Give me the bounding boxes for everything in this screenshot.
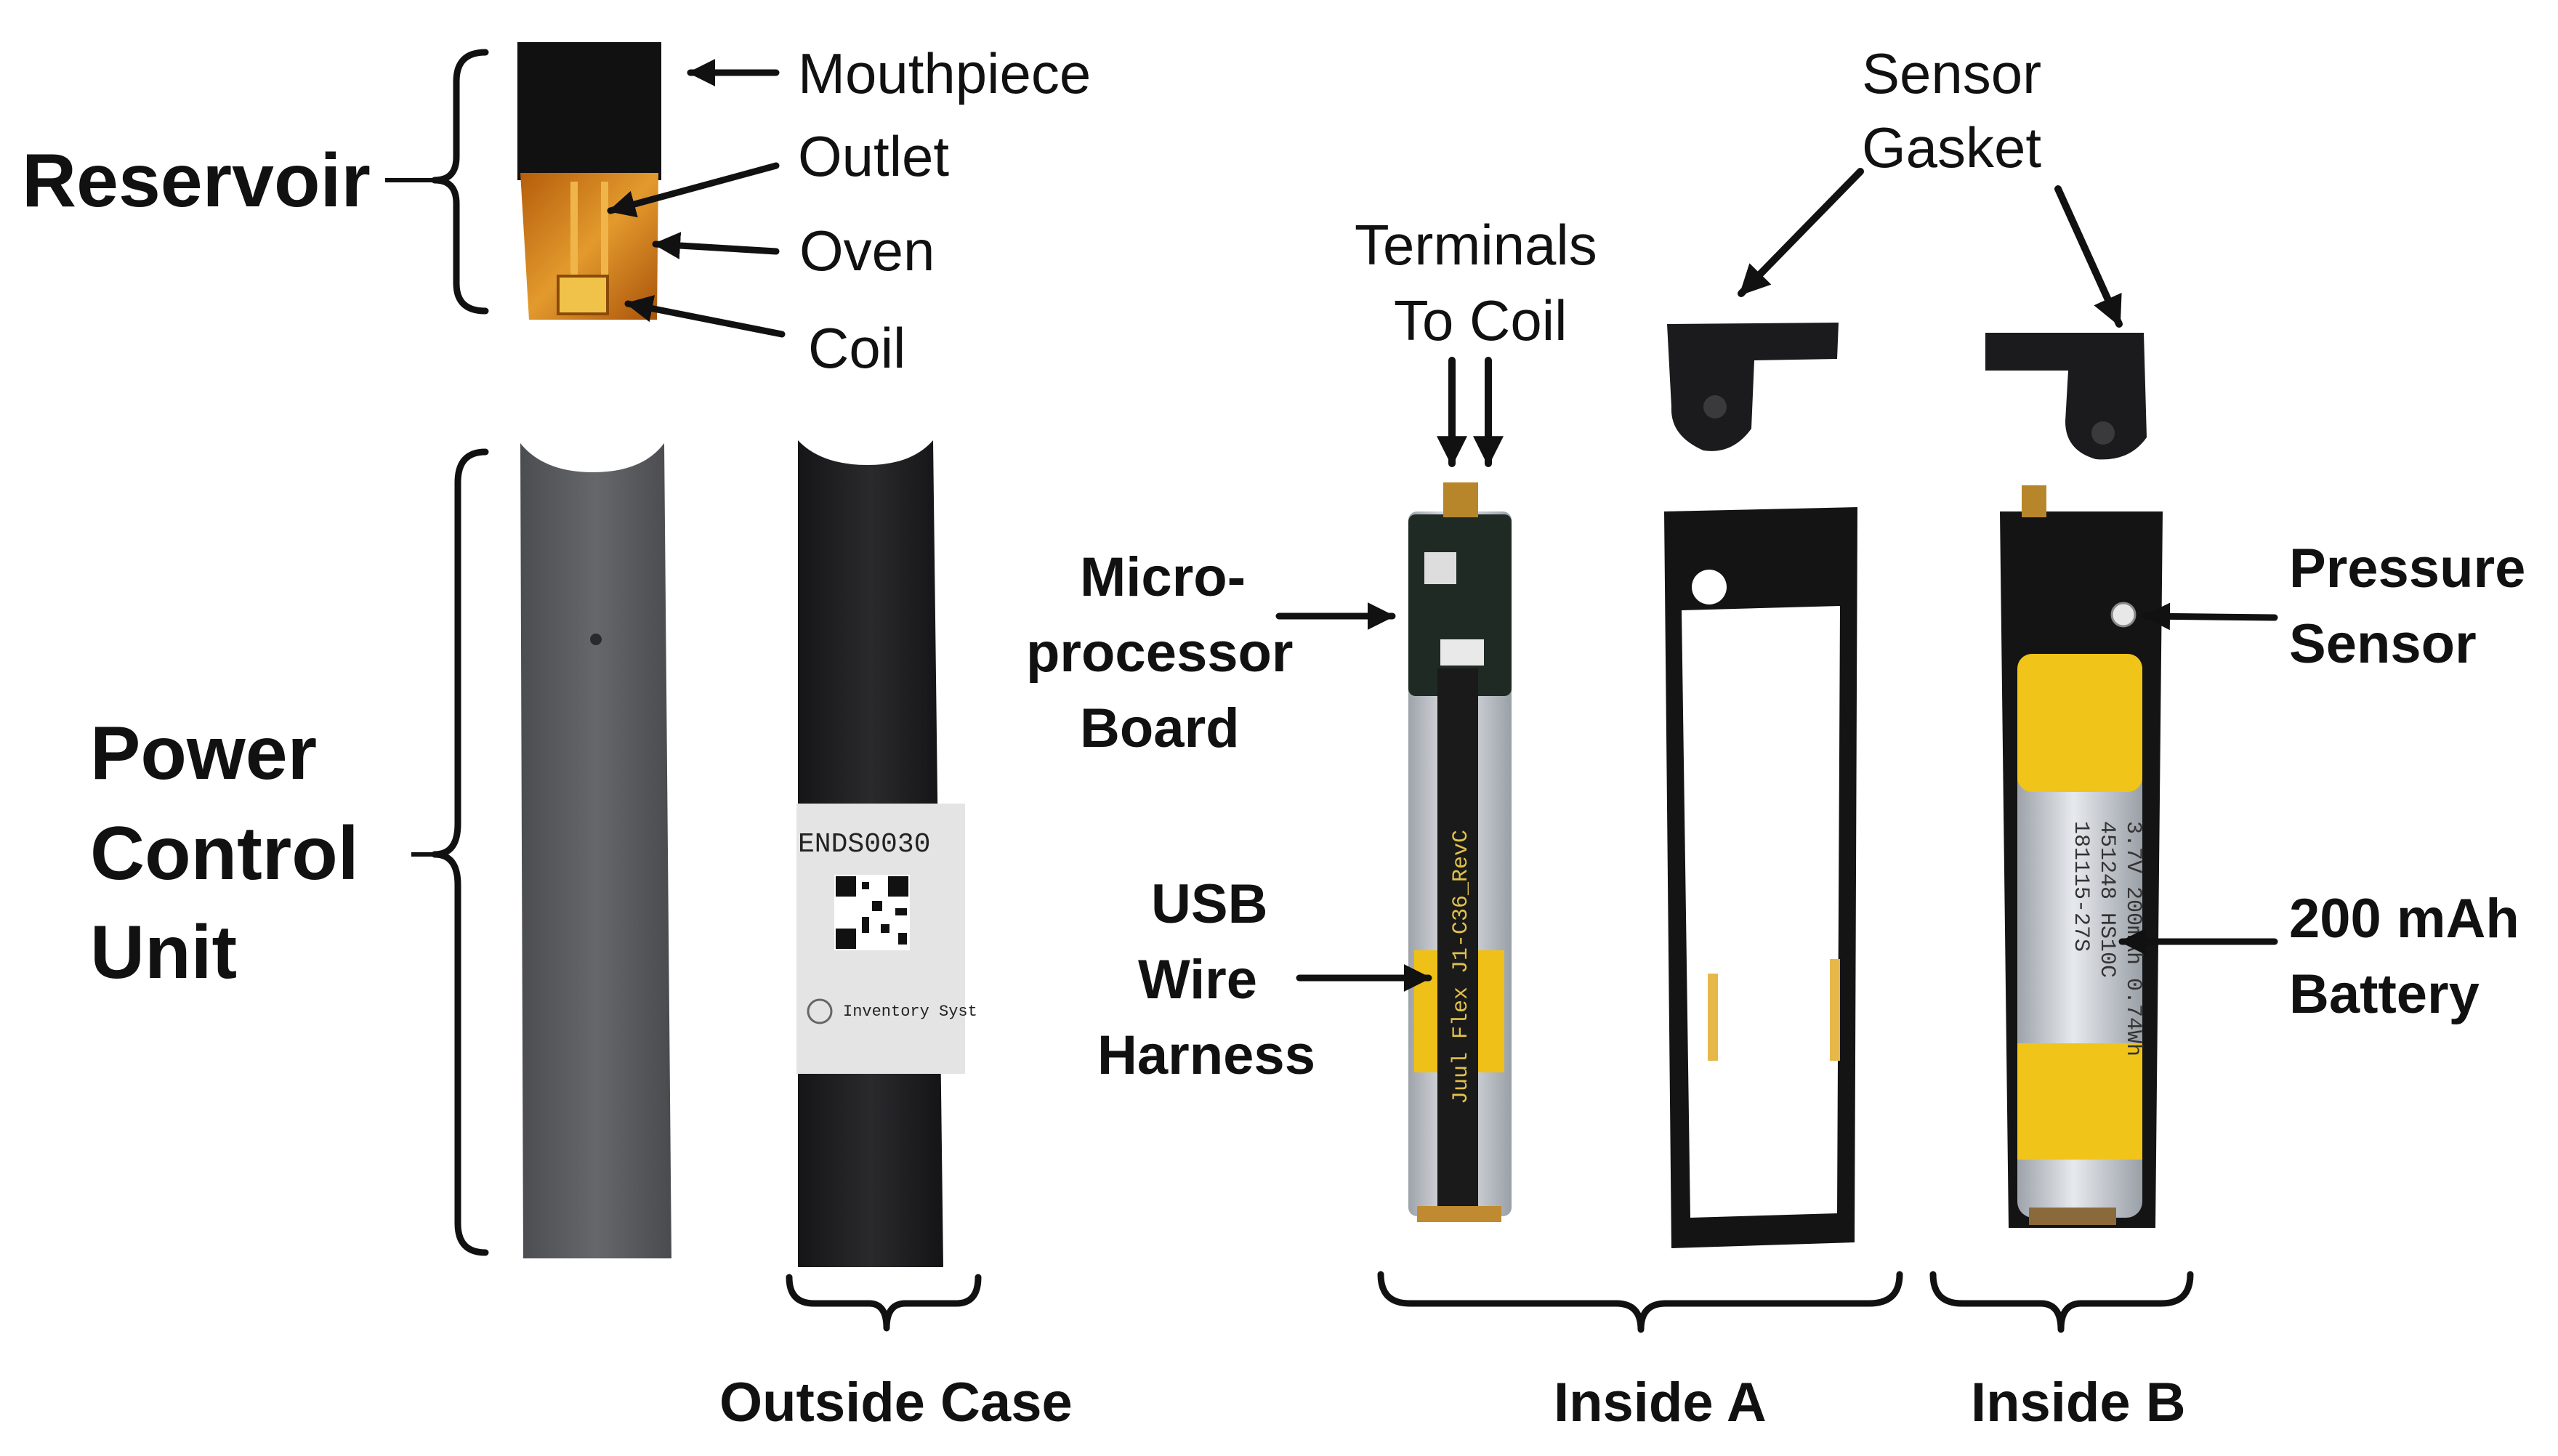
- mouthpiece-label: Mouthpiece: [798, 41, 1091, 105]
- sensor-gasket-arrow-b: [2054, 185, 2123, 328]
- battery-print-2: 451248 HS10C: [2094, 821, 2119, 978]
- inventory-logo-icon: [807, 998, 833, 1024]
- battery-print-3: 181115-27S: [2068, 821, 2093, 952]
- pressure-sensor-arrow: [2142, 602, 2278, 631]
- sensor-gasket-a: [1667, 323, 1839, 451]
- battery-assembly: 3.7V 200mAh 0.74Wh 451248 HS10C 181115-2…: [2000, 485, 2163, 1228]
- battery-terminals: [2022, 485, 2046, 517]
- sensor-gasket-arrow-a: [1738, 168, 1864, 297]
- coil-arrow: [624, 295, 786, 338]
- terminals-to-coil-label: Terminals To Coil: [1355, 213, 1613, 352]
- usb-wire-harness-label: USB Wire Harness: [1097, 873, 1315, 1086]
- battery-label: 200 mAh Battery: [2289, 888, 2535, 1025]
- tape-strip-left: [1708, 974, 1718, 1061]
- flex-contacts: [1417, 1206, 1501, 1222]
- led-indicator: [590, 634, 602, 645]
- terminals-photo: [1443, 482, 1478, 517]
- oven-arrow: [652, 232, 780, 259]
- sensor-gasket-b: [1985, 333, 2147, 460]
- outside-case-brace: [786, 1274, 982, 1332]
- outside-case-body: ENDS0030 Inventory Syst: [796, 440, 977, 1267]
- inventory-system-text: Inventory Syst: [843, 1003, 977, 1021]
- pressure-sensor-label: Pressure Sensor: [2289, 538, 2541, 675]
- inventory-tag-text: ENDS0030: [798, 829, 930, 860]
- grey-device-body: [520, 443, 671, 1258]
- inside-a-frame: [1664, 507, 1857, 1248]
- outlet-arrow: [607, 162, 780, 218]
- power-control-unit-brace: [431, 448, 489, 1256]
- board-chip: [1440, 639, 1484, 666]
- qr-code: [834, 875, 910, 950]
- outside-case-label: Outside Case: [719, 1372, 1073, 1433]
- coil-photo: [557, 275, 609, 315]
- battery-yellow-top: [2017, 654, 2142, 792]
- circuit-assembly: Juul Flex J1-C36_RevC: [1408, 482, 1512, 1222]
- inside-a-label: Inside A: [1554, 1372, 1767, 1433]
- inside-b-label: Inside B: [1971, 1372, 2186, 1433]
- oven-label: Oven: [799, 219, 935, 283]
- oven-internal-tube: [570, 182, 608, 276]
- battery-yellow-bottom: [2017, 1043, 2142, 1160]
- inside-b-brace: [1929, 1271, 2194, 1333]
- sensor-hole: [1692, 570, 1727, 604]
- reservoir-pod: [517, 42, 661, 320]
- coil-label: Coil: [808, 316, 905, 380]
- sensor-gasket-label: Sensor Gasket: [1862, 41, 2057, 179]
- flex-cable-text: Juul Flex J1-C36_RevC: [1449, 830, 1474, 1104]
- board-sticker: [1424, 552, 1456, 584]
- outlet-label: Outlet: [798, 124, 949, 188]
- reservoir-brace: [431, 49, 489, 315]
- reservoir-label: Reservoir: [22, 139, 371, 223]
- pressure-sensor-photo: [2110, 602, 2137, 628]
- power-control-unit-label: Power Control Unit: [90, 711, 380, 995]
- inside-a-brace: [1377, 1271, 1903, 1333]
- flex-cable-photo: [1437, 668, 1478, 1216]
- mouthpiece-photo: [517, 42, 661, 180]
- battery-contacts: [2029, 1208, 2116, 1225]
- microprocessor-board-label: Micro- processor Board: [1026, 546, 1309, 759]
- tape-strip-right: [1830, 959, 1840, 1061]
